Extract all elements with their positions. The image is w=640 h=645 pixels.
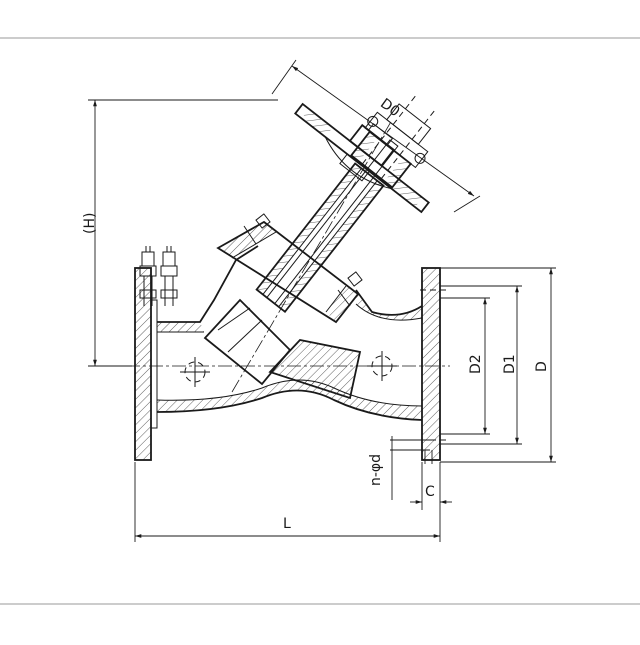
label-d1: D1: [502, 354, 518, 374]
test-port-left: [180, 357, 210, 387]
label-c: C: [425, 484, 435, 500]
label-l: L: [283, 516, 291, 532]
dimension-d2: D2: [440, 297, 490, 435]
dimension-c: C: [410, 462, 452, 510]
dimension-n-phi-d: n-φd: [368, 436, 433, 500]
flange-bolt-studs: [139, 246, 178, 306]
valve-body: [134, 95, 441, 461]
dimension-h: (H): [82, 99, 278, 367]
label-d: D: [534, 361, 550, 372]
dimension-d: D: [440, 267, 556, 463]
label-d2: D2: [468, 354, 484, 374]
label-h: (H): [82, 213, 98, 234]
label-d0: D0: [377, 96, 402, 121]
dimension-l: L: [134, 462, 441, 542]
dimension-d1: D1: [440, 285, 522, 445]
label-n-phi-d: n-φd: [368, 454, 384, 486]
